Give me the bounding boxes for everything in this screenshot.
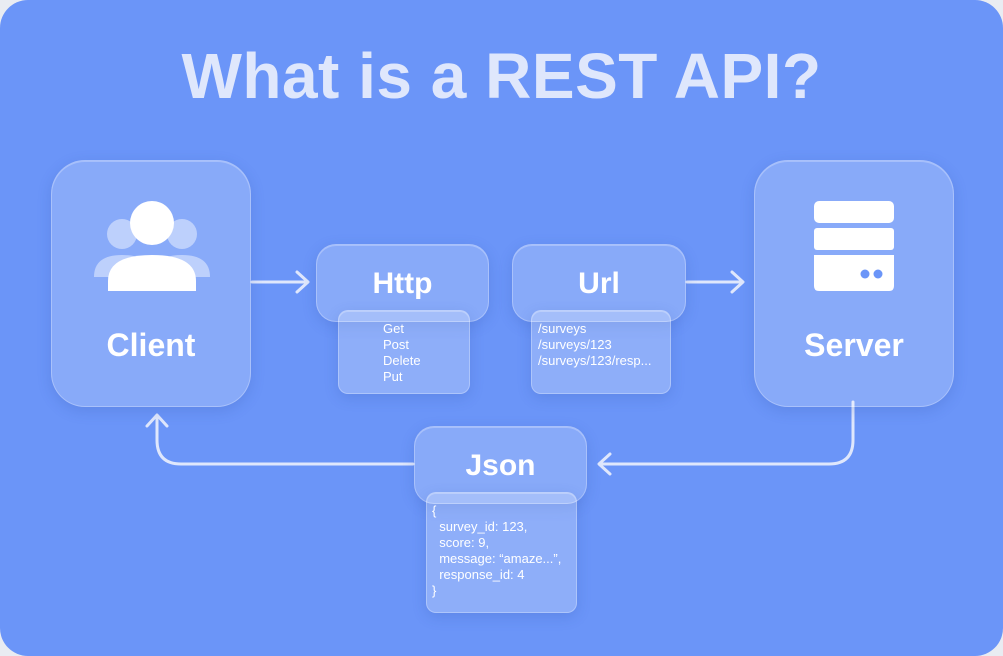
http-method-get: Get: [383, 321, 404, 336]
url-paths-list: /surveys /surveys/123 /surveys/123/resp.…: [538, 321, 651, 369]
arrow-server-to-json: [597, 400, 855, 476]
json-payload-panel: { survey_id: 123, score: 9, message: “am…: [426, 492, 577, 613]
arrow-json-to-client: [145, 413, 415, 466]
json-line: response_id: 4: [432, 567, 525, 582]
url-path-item: /surveys/123/resp...: [538, 353, 652, 368]
server-label: Server: [804, 327, 904, 363]
client-label: Client: [106, 327, 196, 363]
url-label: Url: [578, 267, 620, 300]
url-node: Url: [512, 244, 686, 322]
json-payload: { survey_id: 123, score: 9, message: “am…: [432, 503, 561, 599]
json-line: survey_id: 123,: [432, 519, 528, 534]
server-node: Server: [754, 160, 954, 407]
arrow-url-to-server: [685, 270, 745, 294]
http-methods-list: Get Post Delete Put: [383, 321, 421, 385]
json-line: {: [432, 503, 437, 518]
http-node: Http: [316, 244, 489, 322]
http-method-put: Put: [383, 369, 403, 384]
json-label: Json: [465, 449, 536, 482]
diagram-title: What is a REST API?: [181, 40, 822, 112]
json-node: Json: [414, 426, 587, 504]
server-icon: [814, 201, 894, 291]
http-label: Http: [372, 267, 433, 300]
url-path-item: /surveys: [538, 321, 587, 336]
http-method-delete: Delete: [383, 353, 421, 368]
users-icon: [94, 201, 210, 291]
json-line: }: [432, 583, 437, 598]
arrow-client-to-http: [250, 270, 310, 294]
http-method-post: Post: [383, 337, 410, 352]
json-line: score: 9,: [432, 535, 490, 550]
url-path-item: /surveys/123: [538, 337, 612, 352]
client-node: Client: [51, 160, 251, 407]
http-methods-panel: Get Post Delete Put: [338, 310, 470, 394]
url-paths-panel: /surveys /surveys/123 /surveys/123/resp.…: [531, 310, 671, 394]
json-line: message: “amaze...”,: [432, 551, 562, 566]
